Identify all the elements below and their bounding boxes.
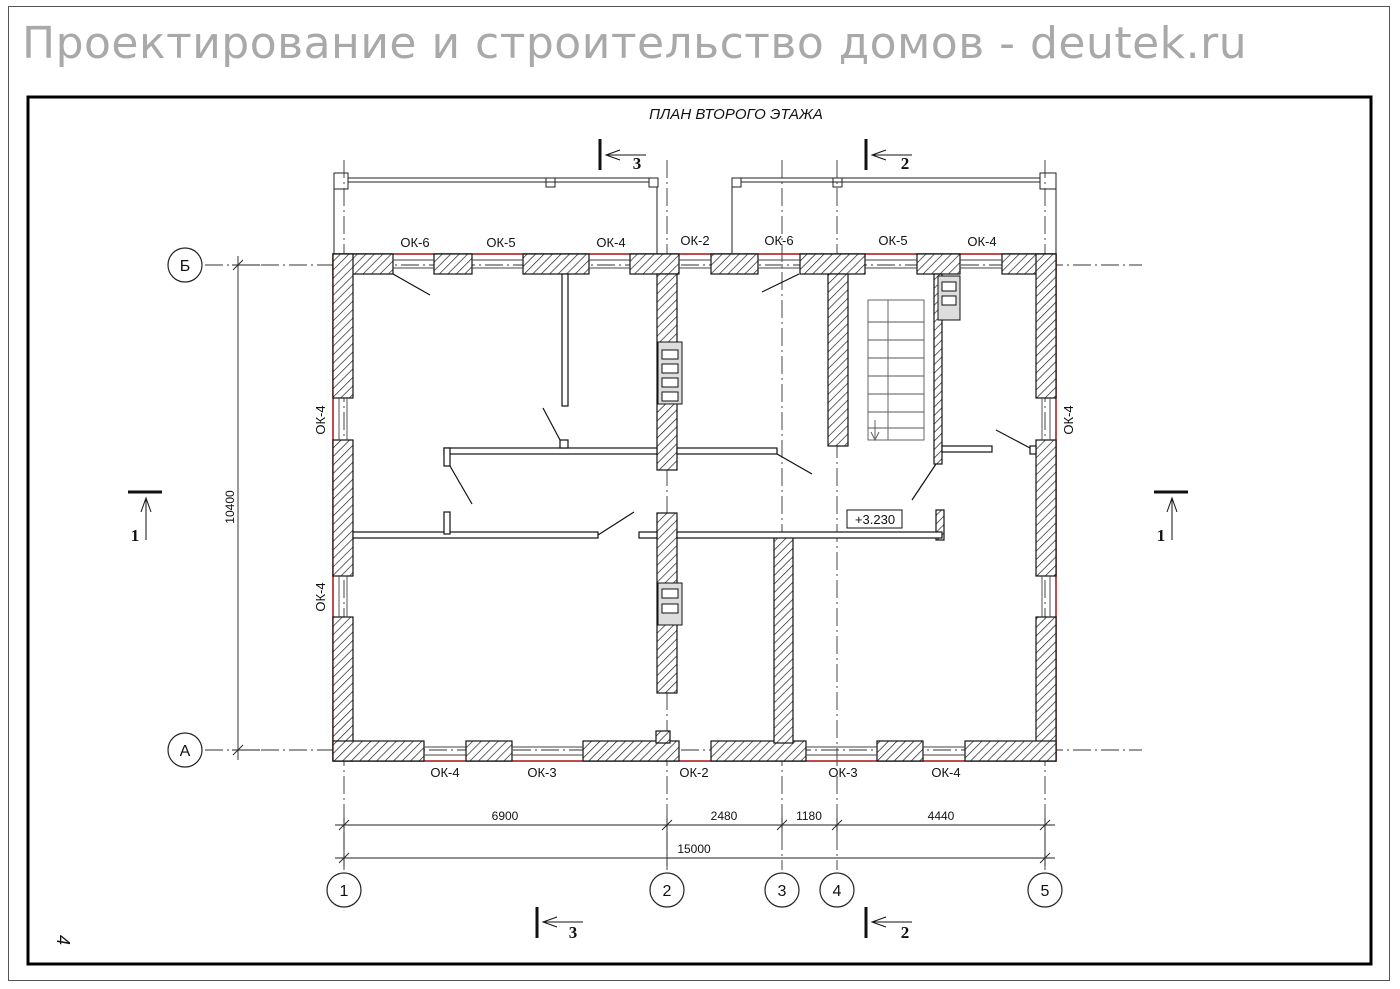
window-label: ОК-2	[680, 233, 709, 248]
window-label-left-lower: ОК-4	[313, 582, 328, 611]
window-label: ОК-6	[400, 235, 429, 250]
dim-left: 10400	[223, 490, 237, 524]
section-label-2-bottom: 2	[901, 923, 910, 942]
page-frame	[8, 6, 1390, 981]
section-label-1-left: 1	[131, 526, 140, 545]
dimension-lines	[232, 256, 1055, 866]
staircase	[867, 299, 925, 442]
drawing-title: ПЛАН ВТОРОГО ЭТАЖА	[649, 106, 823, 123]
axis-label-5: 5	[1041, 883, 1050, 900]
axis-label-b: Б	[180, 258, 191, 275]
section-mark-1-left	[128, 490, 162, 540]
page-number: 4	[53, 935, 73, 945]
window-label: ОК-2	[679, 765, 708, 780]
axis-label-1: 1	[340, 883, 349, 900]
section-label-3-top: 3	[633, 154, 642, 173]
window-label: ОК-6	[764, 233, 793, 248]
axis-label-2: 2	[663, 883, 672, 900]
row-axis-markers: Б А	[167, 247, 203, 768]
window-label: ОК-4	[967, 234, 996, 249]
section-mark-3-top	[598, 139, 646, 170]
section-mark-3-bottom	[535, 907, 583, 938]
partitions	[352, 273, 1037, 539]
door-swings	[392, 273, 1031, 536]
level-mark: +3.230	[855, 512, 895, 527]
window-label-left-upper: ОК-4	[313, 405, 328, 434]
dim-total: 15000	[677, 842, 711, 856]
vent-shafts	[657, 275, 961, 626]
dim-6900: 6900	[492, 809, 519, 823]
axis-label-4: 4	[833, 883, 842, 900]
window-label: ОК-4	[931, 765, 960, 780]
sheet-border	[26, 95, 1373, 966]
dimension-values: 6900 2480 1180 4440 15000 10400	[223, 490, 955, 856]
dim-4440: 4440	[928, 809, 955, 823]
window-label: ОК-4	[430, 765, 459, 780]
axis-label-a: А	[180, 743, 191, 760]
walls	[332, 253, 1057, 762]
window-label: ОК-5	[486, 235, 515, 250]
site-title: Проектирование и строительство домов - d…	[22, 18, 1248, 69]
column-axis-markers: 1 2 3 4 5	[326, 872, 1063, 908]
external-wall-outline	[332, 253, 1057, 762]
window-label: ОК-3	[527, 765, 556, 780]
section-label-3-bottom: 3	[569, 923, 578, 942]
window-label-right: ОК-4	[1061, 405, 1076, 434]
dim-1180: 1180	[796, 809, 822, 823]
section-mark-1-right	[1154, 490, 1188, 540]
section-mark-2-bottom	[864, 907, 912, 938]
window-lines	[338, 259, 1051, 756]
axis-label-3: 3	[778, 883, 787, 900]
dim-2480: 2480	[711, 809, 738, 823]
section-mark-2-top	[864, 139, 912, 170]
balcony-frames	[333, 172, 1057, 255]
window-label: ОК-3	[828, 765, 857, 780]
level-mark-box	[846, 509, 903, 529]
section-label-2-top: 2	[901, 154, 910, 173]
section-label-1-right: 1	[1157, 526, 1166, 545]
window-label: ОК-4	[596, 235, 625, 250]
window-labels-top: ОК-6 ОК-5 ОК-4 ОК-2 ОК-6 ОК-5 ОК-4	[400, 233, 996, 250]
window-labels-bottom: ОК-4 ОК-3 ОК-2 ОК-3 ОК-4	[430, 765, 960, 780]
window-label: ОК-5	[878, 233, 907, 248]
